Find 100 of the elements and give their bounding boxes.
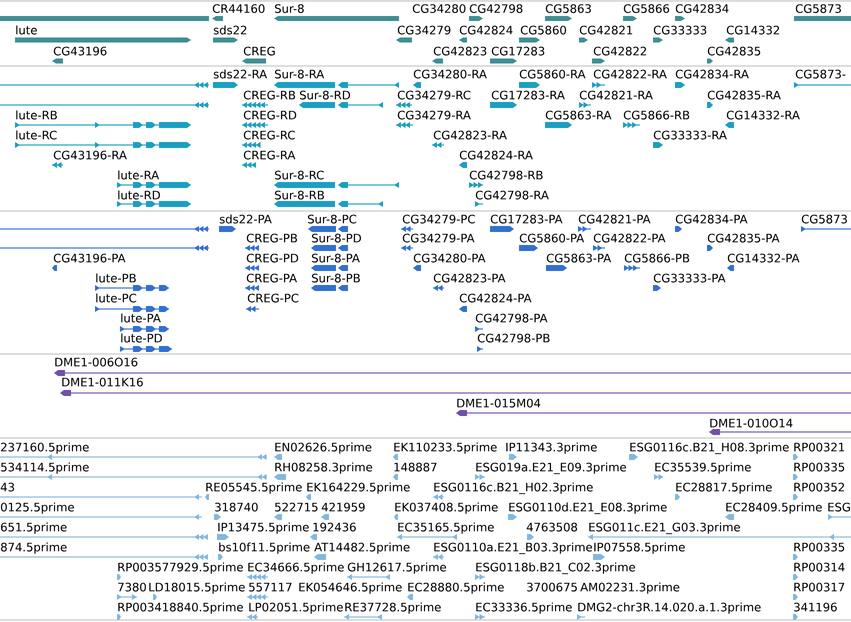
feature-label: 421959 bbox=[322, 502, 365, 512]
feature-label: CG5860-RA bbox=[520, 70, 586, 78]
feature-label: Sur-8-RA bbox=[274, 70, 324, 78]
feature-label: CG42798-RA bbox=[476, 190, 549, 200]
feature-label: CG5866 bbox=[624, 4, 670, 13]
feature-label: CG42835-PA bbox=[708, 234, 780, 242]
feature-label: ESG0116c.B21_H02.3prime bbox=[434, 482, 593, 494]
feature-label: CG42823-PA bbox=[434, 274, 506, 282]
feature-label: CG14332-RA bbox=[726, 110, 800, 120]
feature-label: CREG-RA bbox=[244, 150, 296, 160]
feature-label: CG42835-RA bbox=[708, 90, 781, 100]
feature-label: lute-RD bbox=[118, 190, 160, 200]
feature-label: EN02626.5prime bbox=[275, 442, 372, 454]
feature-label: LP02051.5prime bbox=[249, 602, 343, 614]
feature-label: EC28409.5prime bbox=[726, 502, 822, 514]
feature-label: CG34279-RA bbox=[398, 110, 471, 120]
feature-label: RP00321 bbox=[794, 442, 844, 452]
feature-label: CG34279-RC bbox=[398, 90, 470, 100]
feature-label: lute-PA bbox=[121, 314, 161, 322]
feature-label: sds22-PA bbox=[220, 214, 272, 224]
feature-label: CG34279-PA bbox=[402, 234, 474, 242]
feature-label: CG34280-PA bbox=[414, 254, 486, 262]
feature-label: 534114.5prime bbox=[1, 462, 89, 474]
feature-label: CG42821-RA bbox=[580, 90, 653, 100]
feature-label: CG33333-RA bbox=[654, 130, 727, 140]
feature-label: Sur-8-RD bbox=[300, 90, 350, 100]
feature-label: Sur-8-PD bbox=[312, 234, 361, 242]
feature-label: CG5873 bbox=[796, 4, 841, 13]
feature-label: CREG-PA bbox=[246, 274, 297, 282]
feature-label: 237160.5prime bbox=[1, 442, 89, 454]
feature-label: EC34666.5prime bbox=[248, 562, 344, 574]
feature-label: CG5863-RA bbox=[546, 110, 612, 120]
feature-label: AM02231.3prime bbox=[580, 582, 680, 594]
feature-label: IP07558.5prime bbox=[594, 542, 685, 554]
feature-label: ESG019a.E21_E09.3prime bbox=[476, 462, 626, 474]
feature-label: CG14332-PA bbox=[728, 254, 800, 262]
feature-label: 192436 bbox=[313, 522, 356, 532]
feature-label: CG42822-PA bbox=[594, 234, 666, 242]
feature-label: Sur-8-PC bbox=[308, 214, 356, 224]
feature-label: CG5860 bbox=[520, 26, 566, 34]
feature-label: CG5863 bbox=[546, 4, 591, 13]
feature-label: CG42824-RA bbox=[460, 150, 533, 160]
feature-label: 4763508 bbox=[526, 522, 578, 532]
feature-label: lute-RB bbox=[16, 110, 57, 120]
feature-label: CR44160 bbox=[212, 4, 264, 13]
feature-label: GH12617.5prime bbox=[348, 562, 446, 574]
feature-label: DME1-011K16 bbox=[62, 378, 143, 386]
feature-label: CG42835 bbox=[708, 46, 760, 56]
feature-label: 43 bbox=[0, 482, 14, 492]
feature-label: CREG-PC bbox=[248, 294, 298, 302]
feature-label: EC35165.5prime bbox=[398, 522, 494, 534]
feature-label: DMG2-chr3R.14.020.a.1.3prime bbox=[578, 602, 761, 614]
feature-label: Sur-8-RB bbox=[274, 190, 324, 200]
feature-label: CG33333 bbox=[654, 26, 706, 34]
feature-label: CG42834-PA bbox=[676, 214, 748, 224]
feature-label: CG42824 bbox=[460, 26, 513, 34]
feature-label: CG42834-RA bbox=[676, 70, 749, 78]
feature-label: IP13475.5prime bbox=[218, 522, 309, 534]
feature-label: CG42798-RB bbox=[470, 170, 543, 180]
feature-label: lute-RA bbox=[118, 170, 160, 180]
feature-label: CG42823-RA bbox=[434, 130, 507, 140]
feature-label: lute-PD bbox=[121, 334, 162, 342]
feature-label: lute-PC bbox=[96, 294, 136, 302]
feature-label: 522715 bbox=[275, 502, 318, 512]
feature-label: RP00317 bbox=[794, 582, 844, 592]
feature-label: CG43196-PA bbox=[54, 254, 126, 262]
feature-label: CG43196-RA bbox=[54, 150, 127, 160]
feature-label: RP003418840.5prime bbox=[118, 602, 243, 614]
feature-label: Sur-8 bbox=[274, 4, 304, 13]
feature-label: ESG0118b.B21_C02.3prime bbox=[476, 562, 636, 574]
feature-label: CREG-RB bbox=[244, 90, 296, 100]
feature-label: lute bbox=[16, 26, 37, 34]
feature-label: EC35539.5prime bbox=[655, 462, 751, 474]
feature-label: CG5866-PB bbox=[624, 254, 690, 262]
feature-label: CG34279-PC bbox=[402, 214, 475, 224]
feature-label: CG14332 bbox=[726, 26, 780, 34]
feature-label: ESG011c.E21_G03.3prime bbox=[589, 522, 740, 534]
feature-label: EC28817.5prime bbox=[676, 482, 772, 494]
feature-label: AT14482.5prime bbox=[314, 542, 410, 554]
feature-label: DME1-015M04 bbox=[457, 398, 540, 408]
feature-label: CREG-RD bbox=[244, 110, 296, 120]
feature-label: lute-PB bbox=[96, 274, 136, 282]
feature-label: IP11343.3prime bbox=[506, 442, 597, 454]
feature-label: ESG0110a.E21_B03.3prime bbox=[434, 542, 592, 554]
feature-label: EC33336.5prime bbox=[476, 602, 572, 614]
feature-label: ESG bbox=[828, 502, 850, 512]
feature-label: Sur-8-PA bbox=[312, 254, 360, 262]
feature-label: CG33333-PA bbox=[654, 274, 726, 282]
feature-label: EK054646.5prime bbox=[299, 582, 402, 594]
feature-label: CG42821-PA bbox=[578, 214, 650, 224]
feature-label: CG42798 bbox=[470, 4, 522, 13]
feature-label: CG17283 bbox=[492, 46, 544, 56]
feature-label: RP00352 bbox=[794, 482, 844, 492]
feature-label: DME1-010O14 bbox=[710, 418, 792, 428]
feature-label: 148887 bbox=[394, 462, 436, 472]
feature-label: RE37728.5prime bbox=[345, 602, 441, 614]
feature-label: CREG bbox=[244, 46, 275, 56]
feature-label: 341196 bbox=[794, 602, 837, 612]
feature-label: CG17283-PA bbox=[490, 214, 562, 224]
feature-label: RP00335 bbox=[794, 542, 844, 552]
